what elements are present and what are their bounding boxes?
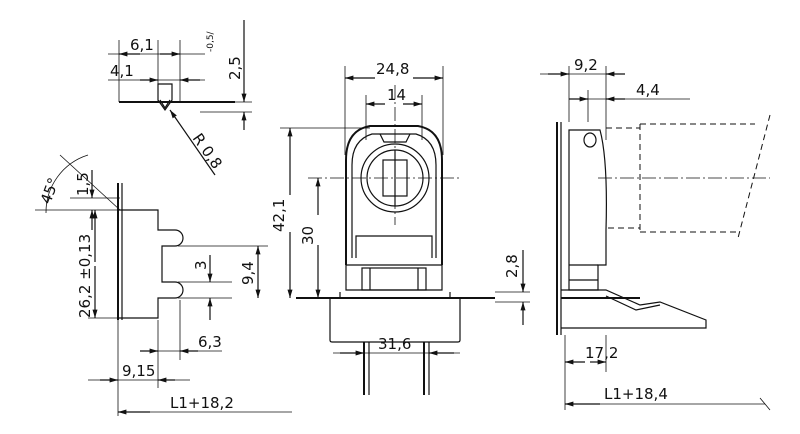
front-view: 24,8 14 42,1 30 2,8 31,6 — [270, 60, 530, 395]
dim-30: 30 — [299, 226, 317, 245]
dim-1-5: 1,5 — [74, 172, 92, 196]
dim-9-15: 9,15 — [122, 362, 155, 380]
dim-2-5: 2,5 — [226, 56, 244, 80]
dim-17-2: 17,2 — [585, 344, 618, 362]
dim-45-degree: 45° — [37, 175, 63, 206]
left-side-view: 45° 1,5 26,2 ±0,13 3 9,4 6,3 9,15 L1+18,… — [35, 154, 292, 416]
tolerance-note: -0,5/ — [206, 30, 216, 52]
dim-42-1: 42,1 — [270, 199, 288, 232]
dim-14: 14 — [387, 86, 406, 104]
dim-4-4: 4,4 — [636, 81, 660, 99]
dim-r-0-8: R 0,8 — [189, 130, 226, 172]
dim-6-1: 6,1 — [130, 36, 154, 54]
pin-detail-view: 6,1 4,1 2,5 -0,5/ R 0,8 — [108, 20, 252, 176]
dim-26-2: 26,2 ±0,13 — [76, 234, 94, 318]
dim-31-6: 31,6 — [378, 335, 411, 353]
dim-l1-plus-18-2: L1+18,2 — [170, 394, 234, 412]
dim-4-1: 4,1 — [110, 62, 134, 80]
dim-24-8: 24,8 — [376, 60, 409, 78]
dim-2-8: 2,8 — [503, 254, 521, 278]
dim-9-4: 9,4 — [239, 261, 257, 285]
right-side-view: 9,2 4,4 17,2 L1+18,4 — [540, 56, 771, 411]
dim-9-2: 9,2 — [574, 56, 598, 74]
dim-3: 3 — [192, 260, 210, 270]
dim-l1-plus-18-4: L1+18,4 — [604, 385, 668, 403]
dim-6-3: 6,3 — [198, 333, 222, 351]
